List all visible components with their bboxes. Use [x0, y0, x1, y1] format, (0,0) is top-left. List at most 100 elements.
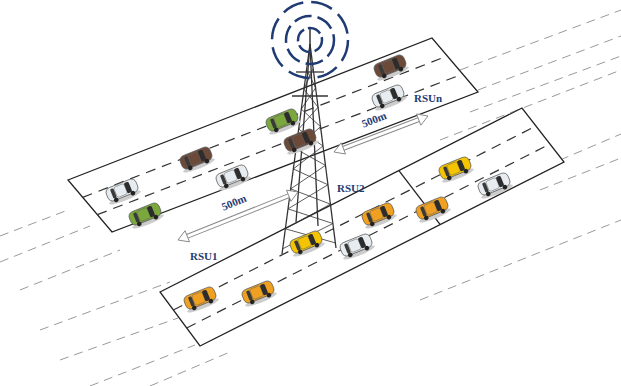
illustration-part [286, 16, 334, 64]
distance-label: 500m [360, 109, 388, 129]
illustration-part [485, 191, 491, 197]
car-icon [240, 279, 278, 308]
distance-label: 500m [220, 192, 248, 213]
illustration-part [160, 108, 564, 346]
illustration-part [266, 292, 272, 298]
illustration-part [347, 252, 353, 258]
illustration-part [371, 84, 406, 109]
illustration-part [379, 103, 385, 109]
illustration-part [364, 245, 370, 251]
illustration-part [297, 249, 303, 255]
illustration-part [373, 54, 408, 79]
car-icon [372, 53, 410, 82]
illustration-part [150, 352, 230, 386]
illustration-part [478, 36, 621, 90]
illustration-part [294, 240, 301, 251]
rsu-label: RSU1 [190, 250, 218, 262]
illustration-part [477, 172, 512, 197]
illustration-part [378, 64, 385, 75]
car-icon [476, 171, 514, 200]
car-icon [182, 285, 220, 314]
illustration-part [220, 174, 227, 185]
illustration-part [344, 243, 351, 254]
illustration-part [283, 128, 318, 153]
illustration-part [240, 176, 246, 182]
illustration-part [460, 10, 621, 70]
illustration-part [40, 282, 170, 330]
illustration-part [285, 204, 330, 229]
car-icon [214, 163, 252, 192]
illustration-part [296, 71, 324, 72]
car-icon [178, 145, 216, 174]
illustration-part [386, 214, 392, 220]
illustration-part [343, 120, 418, 149]
illustration-part [187, 144, 550, 328]
illustration-part [396, 96, 402, 102]
car-icon [414, 195, 452, 224]
illustration-part [339, 233, 374, 258]
illustration-part [369, 221, 375, 227]
illustration-part [215, 164, 250, 189]
illustration-part [188, 296, 195, 307]
car-icon [338, 232, 376, 261]
rsu-label: RSU2 [337, 182, 365, 194]
illustration-part [0, 210, 68, 236]
illustration-part [110, 188, 117, 199]
car-icon [282, 127, 320, 156]
illustration-part [128, 202, 163, 227]
illustration-part [90, 345, 195, 386]
illustration-part [290, 120, 296, 126]
illustration-part [191, 305, 197, 311]
road-extension [0, 10, 621, 386]
illustration-part [560, 134, 621, 160]
illustration-part [208, 298, 214, 304]
illustration-part [361, 202, 396, 227]
illustration-part [286, 190, 298, 201]
illustration-part [288, 209, 333, 224]
illustration-part [314, 242, 320, 248]
illustration-part [60, 318, 178, 360]
illustration-part [273, 127, 279, 133]
illustration-part [265, 108, 300, 133]
illustration-part [270, 118, 277, 129]
car-icon [104, 177, 142, 206]
illustration-part [288, 138, 295, 149]
illustration-part [398, 66, 404, 72]
illustration-part [443, 166, 450, 177]
illustration-part [482, 182, 489, 193]
illustration-part [298, 28, 322, 52]
illustration-part [304, 89, 318, 107]
illustration-part [301, 88, 315, 109]
illustration-part [417, 114, 428, 125]
illustration-part [291, 147, 297, 153]
illustration-part [223, 183, 229, 189]
illustration-part [292, 95, 328, 96]
illustration-part [446, 175, 452, 181]
illustration-part [0, 226, 90, 262]
illustration-part [246, 290, 253, 301]
illustration-part [241, 280, 276, 305]
illustration-part [291, 165, 326, 189]
illustration-part [153, 214, 159, 220]
illustration-part [249, 299, 255, 305]
illustration-part [308, 140, 314, 146]
illustration-part [293, 169, 328, 185]
illustration-part [291, 189, 331, 204]
illustration-part [309, 28, 311, 44]
illustration-part [105, 178, 140, 203]
illustration-part [334, 143, 345, 154]
illustration-part [440, 208, 446, 214]
car-icon [437, 155, 475, 184]
illustration-part [366, 212, 373, 223]
illustration-part [299, 107, 318, 129]
illustration-part [376, 94, 383, 105]
illustration-part [343, 120, 418, 149]
illustration-part [130, 190, 136, 196]
illustration-part [179, 146, 214, 171]
illustration-part [289, 230, 324, 255]
illustration-part [438, 156, 473, 181]
illustration-part [20, 250, 120, 290]
